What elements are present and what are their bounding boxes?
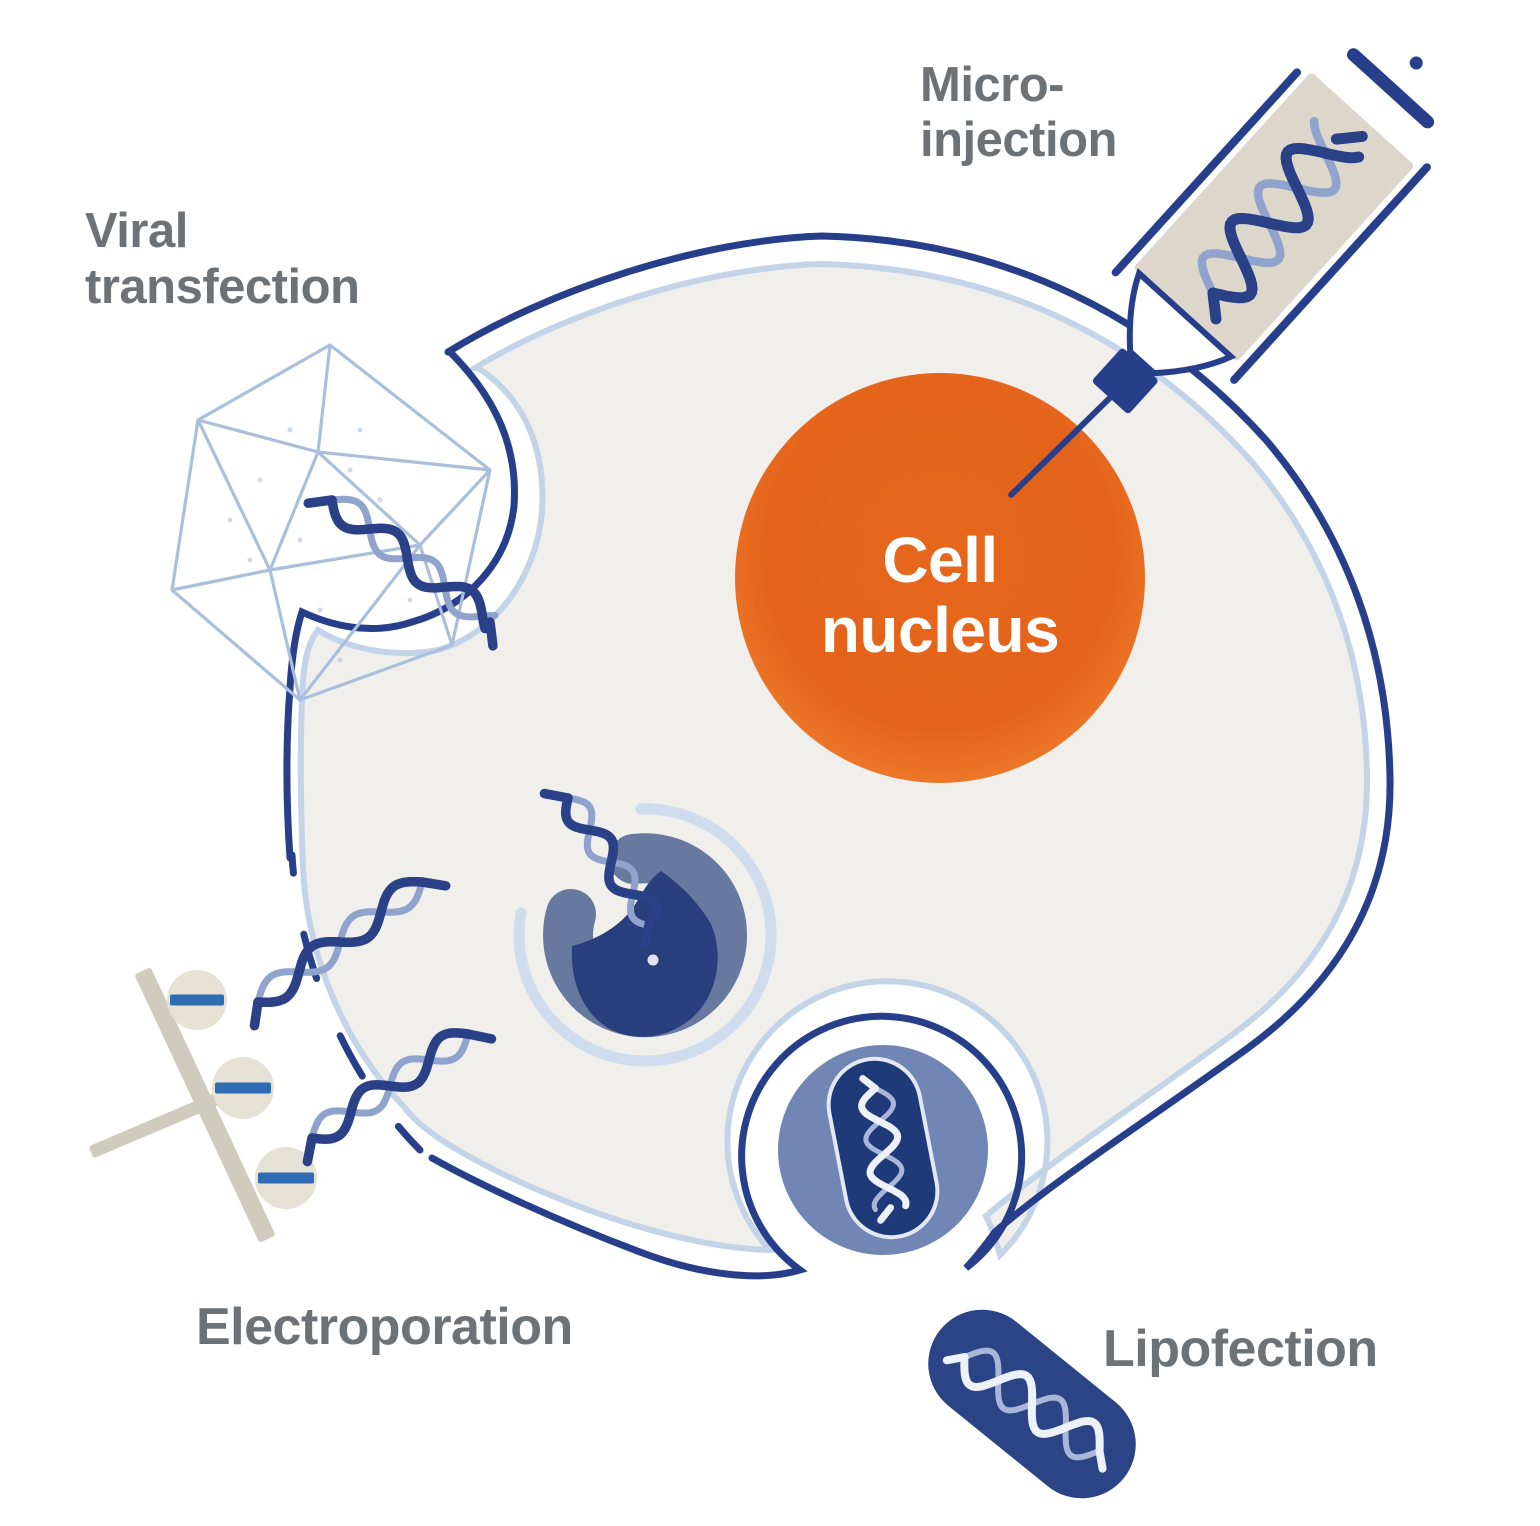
nucleus-label-line1: Cell: [882, 524, 997, 596]
dna-strand-icon: [303, 495, 499, 651]
dna-strand-icon: [249, 876, 451, 1031]
label-micro-line2: injection: [920, 113, 1117, 167]
syringe-icon: [1008, 48, 1435, 498]
electrode-bead: [255, 1147, 317, 1209]
liposome-icon: [928, 1309, 1136, 1499]
dna-strand-icon: [539, 788, 662, 949]
label-electroporation: Electroporation: [196, 1298, 573, 1356]
endosome-icon: [513, 788, 777, 1067]
label-viral-line1: Viral: [85, 204, 188, 258]
label-lipofection: Lipofection: [1103, 1320, 1378, 1378]
dna-strand-icon: [942, 1347, 1107, 1473]
nucleus-label-line2: nucleus: [821, 594, 1059, 666]
diagram-labels: Viral transfection Micro- injection Elec…: [85, 58, 1378, 1378]
dna-strand-icon: [858, 1075, 910, 1224]
label-micro-line1: Micro-: [920, 58, 1064, 112]
electroporation-electrodes-icon: [89, 968, 317, 1242]
virus-icon: [170, 343, 492, 702]
cell-nucleus: Cell nucleus: [735, 373, 1145, 783]
electrode-bead: [212, 1057, 274, 1119]
plunger: [1347, 48, 1435, 129]
dna-strand-icon: [302, 1028, 497, 1167]
needle: [1008, 394, 1113, 498]
label-viral-line2: transfection: [85, 260, 359, 314]
dna-strand-icon: [1197, 116, 1368, 325]
electrode-bead: [167, 970, 227, 1030]
liposome-vesicle-icon: [778, 1045, 988, 1255]
